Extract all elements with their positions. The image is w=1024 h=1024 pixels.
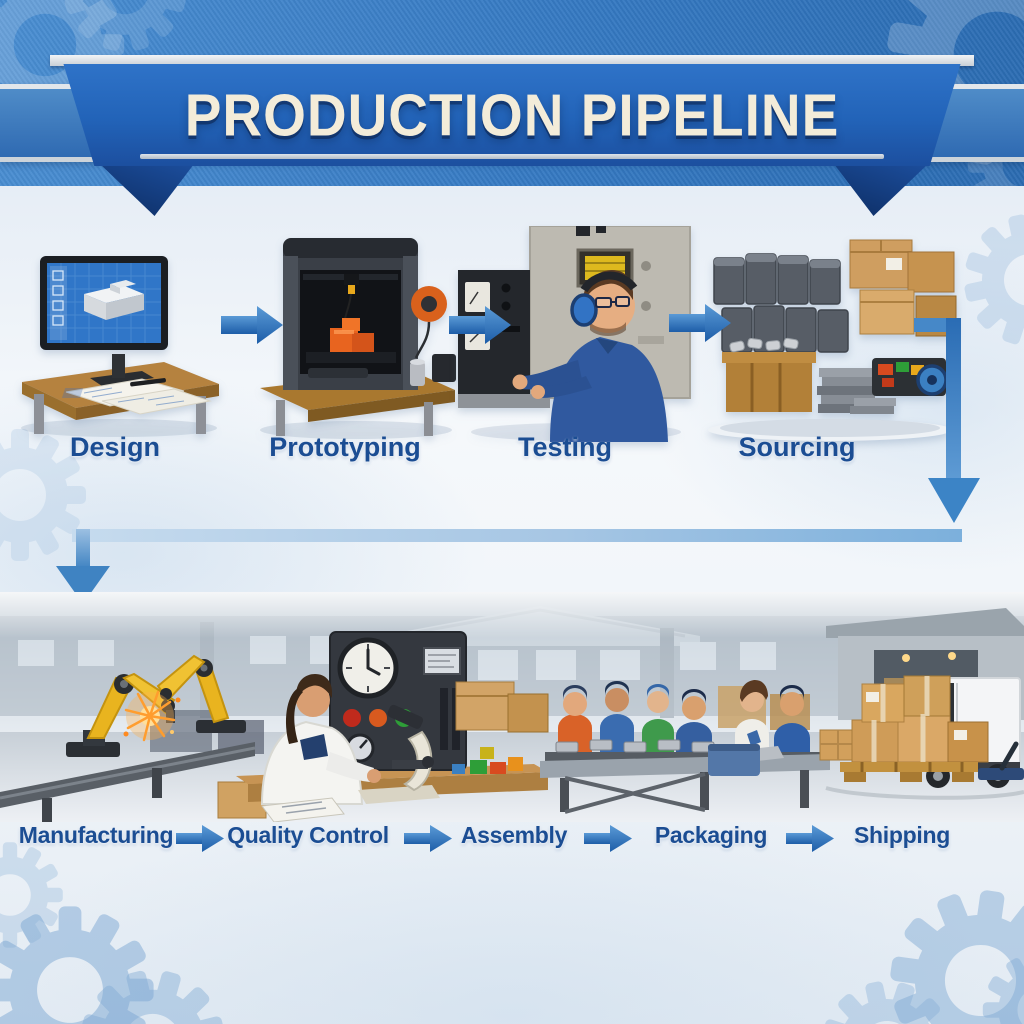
stage-label-packaging: Packaging [654,822,768,848]
monitor-icon [40,256,168,386]
stage-label-prototyping: Prototyping [269,432,421,462]
banner-fold-right [834,164,928,216]
flow-arrow-icon [404,825,452,852]
cad-monitor-desk-illustration [21,256,219,437]
glasses-icon [595,296,630,308]
plate-stack [817,368,875,413]
headphones-icon [580,271,638,293]
clipboard-icon [261,797,345,822]
stage-label-quality-control: Quality Control [227,822,389,848]
technician-test-bench-illustration [458,226,691,442]
pallet-icon [840,762,978,782]
assembly-line [540,680,857,814]
metal-castings-stack [713,253,849,353]
gauge-panel [329,631,467,771]
cardboard-boxes [849,239,957,337]
indicator-light-orange [369,709,387,727]
pallet-boxes [851,675,989,763]
pallet-jack-icon [978,741,1024,780]
gear-icon [808,968,966,1024]
3d-printer-icon [283,238,447,390]
blueprint-papers [61,378,212,415]
flow-arrow-icon [449,306,511,344]
stage-label-shipping: Shipping [854,822,950,848]
stage-label-assembly: Assembly [460,822,568,848]
banner-top-edge [50,55,974,66]
robot-arm-icon [66,672,176,757]
banner-ribbon [63,64,961,166]
cad-part [84,280,144,320]
stage-label-manufacturing: Manufacturing [18,822,174,848]
gear-icon [982,952,1024,1024]
gear-icon [0,842,63,948]
parts-and-boxes-illustration [708,239,957,441]
flow-arrow-icon [221,306,283,344]
ponytail [286,688,303,744]
gear-icon [878,878,1024,1024]
sample-blocks [452,747,523,774]
manufacturing-robots [0,654,267,822]
printed-part [330,318,374,352]
robot-arm-icon [156,654,246,733]
technician-person [512,270,668,442]
indicator-light-red [343,709,361,727]
flow-arrow-icon [584,825,632,852]
quality-control-station [236,631,549,822]
flow-arrow-icon [786,825,834,852]
factory-scene [0,592,1024,822]
gear-icon [0,906,154,1024]
welding-sparks-icon [123,690,181,742]
pen-icon [130,378,166,387]
gear-icon [62,952,243,1024]
inspector-person [260,674,381,805]
flow-arrow-icon [176,825,224,852]
page-title: PRODUCTION PIPELINE [184,81,840,149]
blue-tote-icon [708,744,760,776]
stage-label-design: Design [69,432,161,462]
plate-stack-front [850,398,896,414]
3d-printer-illustration [260,238,456,439]
shipping-dock [825,608,1024,800]
microscope-icon [358,704,440,804]
flow-arrow-icon [669,304,731,342]
wooden-crate [722,337,816,412]
banner-fold-left [100,164,194,216]
parts-tray [872,358,948,396]
stage-label-sourcing: Sourcing [738,432,856,462]
stage-label-testing: Testing [518,432,612,462]
